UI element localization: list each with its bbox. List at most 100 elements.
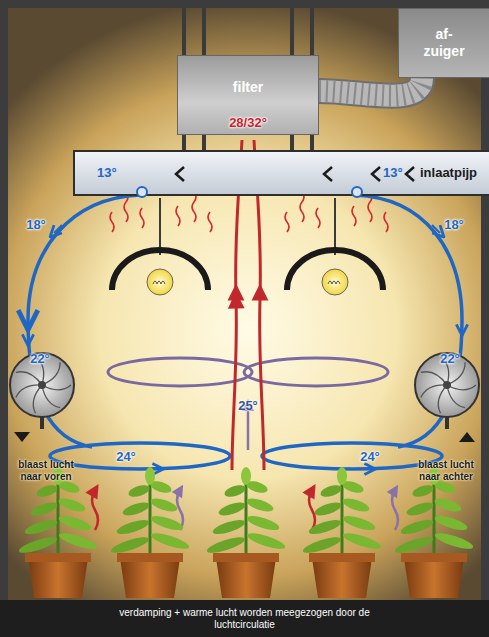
- pipe-chevrons-part: [176, 167, 184, 181]
- heat-lines-part: [352, 206, 356, 226]
- warm-airflow-part: [309, 490, 315, 530]
- temperature: 18°: [444, 217, 464, 232]
- cool-airflow-part: [360, 468, 370, 470]
- exhaust-duct-part: [319, 78, 422, 96]
- lamps-part: [334, 198, 336, 255]
- fans-part: [16, 385, 42, 398]
- plants-part: [117, 553, 183, 562]
- cool-airflow-part: [432, 225, 440, 233]
- fans-part: [438, 385, 447, 413]
- plants-part: [223, 483, 247, 499]
- part-name: filter: [233, 79, 263, 95]
- fans-part: [42, 385, 60, 408]
- lamps-part: [153, 281, 165, 284]
- plants-part: [405, 500, 435, 518]
- warm-airflow-part: [259, 292, 262, 300]
- heat-lines-part: [316, 208, 320, 228]
- plants-part: [149, 530, 190, 552]
- fan-direction-arrows: [14, 432, 475, 442]
- exhaust-duct: [319, 78, 422, 96]
- plants-part: [115, 517, 150, 537]
- plants-part: [312, 558, 372, 598]
- plants-part: [411, 483, 435, 499]
- plants-part: [127, 483, 151, 499]
- plants-part: [307, 517, 342, 537]
- fans-part: [443, 381, 451, 389]
- exhaust-duct-part: [319, 78, 422, 96]
- plants-part: [245, 496, 275, 514]
- part-name: af- zuiger: [418, 26, 470, 61]
- pipe-chevrons-part: [352, 187, 362, 197]
- temperature: 24°: [116, 449, 136, 464]
- fans-part: [421, 372, 447, 385]
- plants-part: [17, 534, 58, 556]
- cool-airflow-part: [54, 225, 62, 233]
- plants-part: [28, 558, 88, 598]
- heat-lines-part: [208, 212, 212, 232]
- plants-part: [216, 558, 276, 598]
- plants-part: [109, 534, 150, 556]
- plants-part: [35, 483, 59, 499]
- part-name: inlaatpijp: [420, 165, 477, 180]
- warm-airflow-part: [235, 292, 238, 300]
- plants-part: [301, 534, 342, 556]
- fans: [10, 353, 479, 429]
- plants-part: [433, 496, 463, 514]
- plants-part: [57, 530, 98, 552]
- plants-part: [337, 467, 347, 485]
- fan-note: blaast lucht naar voren: [9, 459, 83, 482]
- plants-part: [57, 496, 87, 514]
- plants-part: [57, 513, 92, 533]
- plants-part: [309, 553, 375, 562]
- warm-airflow-part: [108, 358, 252, 386]
- plants-part: [245, 530, 286, 552]
- plants-part: [399, 517, 434, 537]
- heat-lines-part: [300, 192, 304, 222]
- plants-part: [245, 513, 280, 533]
- fans-part: [447, 362, 465, 385]
- plants-part: [145, 467, 155, 485]
- temperature: 22°: [440, 351, 460, 366]
- fans-part: [42, 385, 71, 390]
- temperature: 13°: [383, 165, 403, 180]
- heat-lines: [110, 192, 388, 232]
- plants-part: [404, 558, 464, 598]
- temperature: 18°: [26, 217, 46, 232]
- plants: [17, 467, 474, 598]
- temperature: 24°: [360, 449, 380, 464]
- intake-pipe: 13°13°inlaatpijp: [73, 150, 489, 196]
- cool-airflow: [28, 195, 462, 469]
- pipe-chevrons-part: [372, 167, 380, 181]
- plants-part: [205, 534, 246, 556]
- plants-part: [433, 530, 474, 552]
- lamps-part: [159, 198, 161, 255]
- fans-part: [16, 372, 42, 385]
- plants-part: [120, 558, 180, 598]
- cool-airflow-part: [27, 330, 29, 340]
- plants-part: [313, 500, 343, 518]
- plants-part: [341, 513, 376, 533]
- heat-lines-part: [110, 212, 114, 232]
- plants-part: [121, 500, 151, 518]
- temperature: 28/32°: [229, 115, 267, 130]
- fans-part: [421, 385, 447, 398]
- cool-airflow-part: [262, 443, 442, 469]
- room-glow: [8, 8, 481, 600]
- caption-bar: verdamping + warme lucht worden meegezog…: [0, 600, 489, 637]
- heat-lines-part: [384, 212, 388, 232]
- cool-airflow-part: [30, 250, 34, 270]
- cool-airflow-part: [461, 320, 463, 330]
- plants-part: [393, 534, 434, 556]
- fan-direction-arrows-part: [14, 432, 30, 442]
- heat-lines-part: [140, 208, 144, 228]
- lamps: [112, 198, 383, 295]
- plants-part: [433, 513, 468, 533]
- plants-part: [401, 553, 467, 562]
- heat-lines-part: [192, 192, 196, 222]
- plants-part: [217, 500, 247, 518]
- pipe-chevrons-part: [137, 187, 147, 197]
- heat-lines-part: [285, 212, 289, 232]
- heat-lines-part: [176, 206, 180, 226]
